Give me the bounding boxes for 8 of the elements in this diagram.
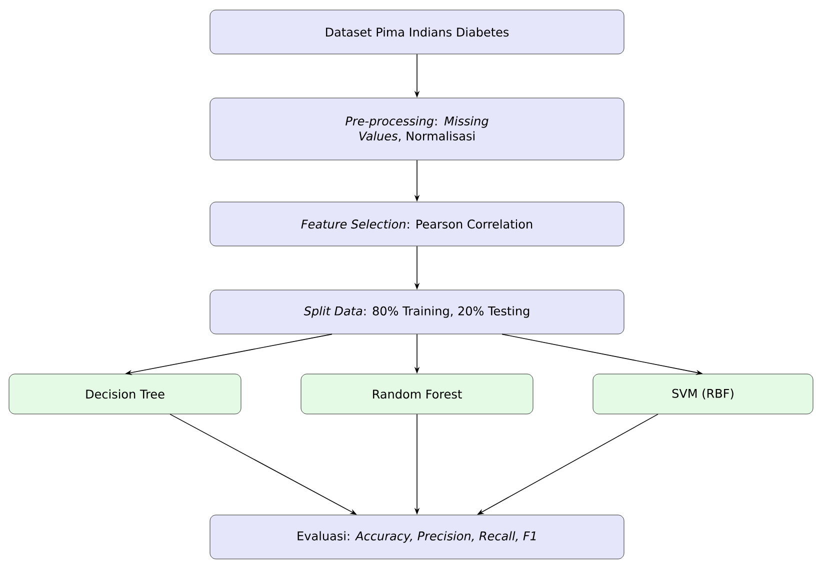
process-box: Evaluasi: Accuracy, Precision, Recall, F1 bbox=[210, 514, 624, 560]
process-box: SVM (RBF) bbox=[592, 374, 814, 414]
process-box: Decision Tree bbox=[8, 374, 242, 414]
process-box: Pre-processing: Missing Values, Normalisasi bbox=[210, 98, 624, 160]
process-box: Dataset Pima Indians Diabetes bbox=[210, 10, 624, 54]
process-box: Feature Selection: Pearson Correlation bbox=[210, 202, 624, 246]
process-box: Random Forest bbox=[300, 374, 534, 414]
process-box: Split Data: 80% Training, 20% Testing bbox=[210, 290, 624, 334]
